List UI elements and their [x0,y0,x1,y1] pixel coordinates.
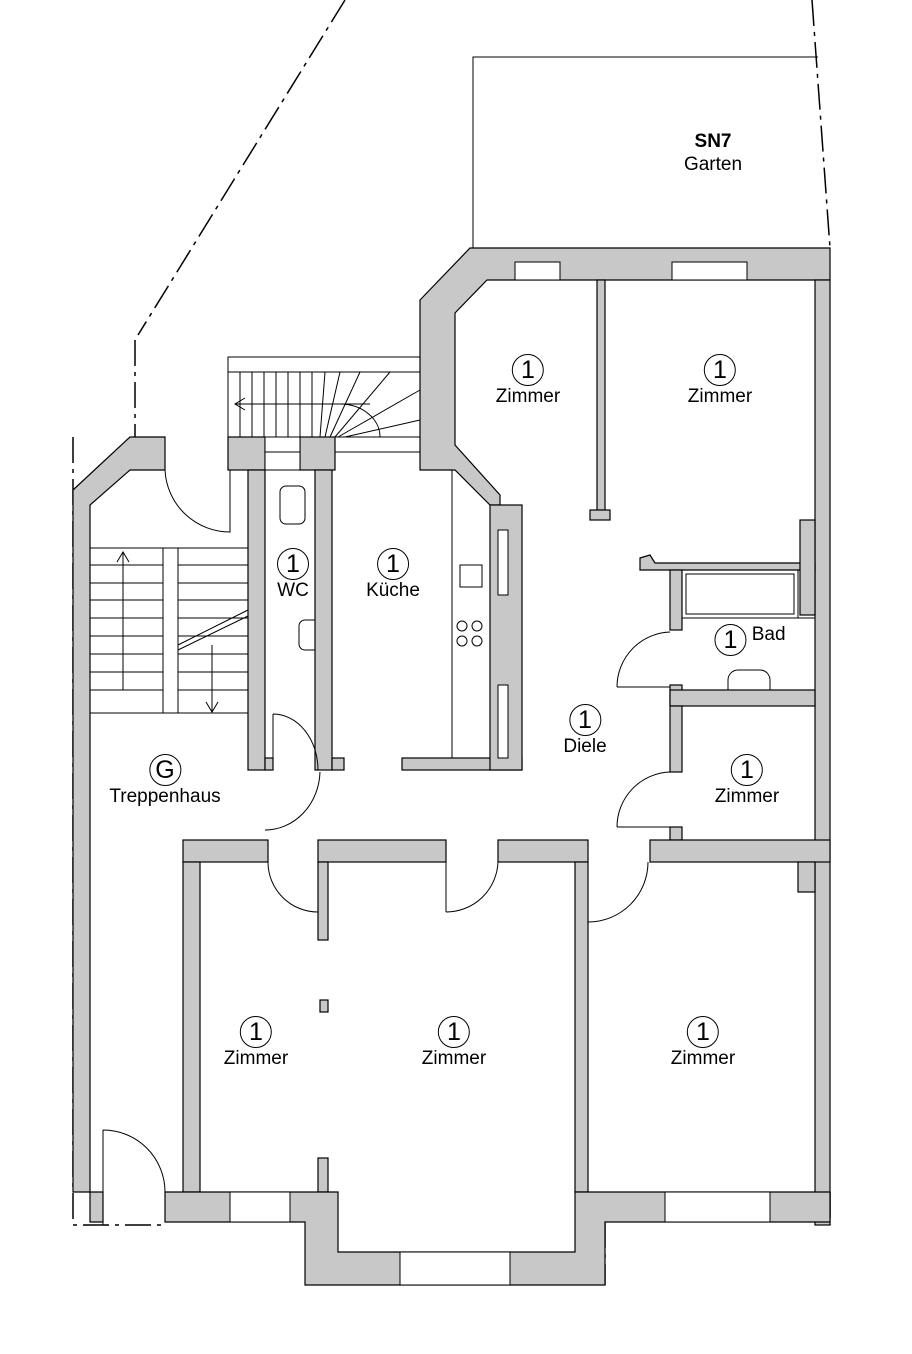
room-number: 1 [714,624,747,656]
bath-sink [727,669,771,690]
wc-sink [298,619,315,651]
walls [72,247,831,1286]
room-name: Treppenhaus [109,786,221,807]
room-number: 1 [437,1016,470,1048]
room-name: Diele [563,736,607,757]
room-number: 1 [569,704,601,736]
room-name: Bad [751,624,786,645]
room-number: 1 [686,1016,719,1048]
kitchen-sink [459,564,483,588]
fixtures [279,470,815,758]
room-name: Zimmer [687,386,753,407]
room-name: Zimmer [421,1048,487,1069]
room-number: 1 [730,754,763,786]
room-number: G [148,754,181,786]
room-bad: 1 Bad [714,624,786,656]
garden-label: Garten [683,154,743,175]
room-name: Zimmer [714,786,780,807]
room-number: 1 [277,548,309,580]
room-name: Zimmer [223,1048,289,1069]
bathtub [681,569,799,619]
stairs [89,356,421,714]
room-name: WC [277,580,309,601]
room-number: 1 [377,548,409,580]
toilet [279,485,306,525]
garden-code: SN7 [694,131,732,152]
room-number: 1 [511,354,544,386]
room-number: 1 [239,1016,272,1048]
room-name: Küche [366,580,420,601]
room-number: 1 [703,354,736,386]
doors [102,469,671,1225]
room-name: Zimmer [670,1048,736,1069]
room-name: Zimmer [495,386,561,407]
garden-outline [472,56,818,248]
